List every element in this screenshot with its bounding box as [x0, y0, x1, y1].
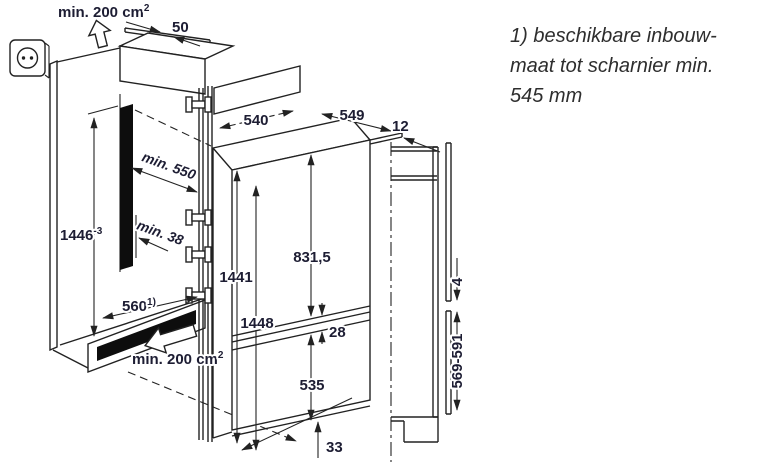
- cabinet-outline: [49, 27, 297, 442]
- fridge-back-panel: [213, 65, 301, 115]
- cabinet-top-front: [119, 45, 206, 95]
- dim-label: min. 200 cm2: [58, 3, 150, 21]
- bottom-vent-strip: [97, 310, 196, 361]
- note-block: 1) beschikbare inbouw- maat tot scharnie…: [510, 25, 717, 107]
- dim-label: 1448: [240, 315, 273, 332]
- dim-549: 549: [321, 105, 392, 132]
- dim-label: 569-591: [449, 333, 466, 388]
- dim-33: 33: [314, 421, 345, 458]
- hinge-rail: [198, 86, 213, 442]
- dim-540: 540: [219, 109, 294, 131]
- dim-vent-top: min. 200 cm2: [56, 1, 152, 23]
- dim-label: 33: [326, 439, 343, 456]
- airflow-up-arrow-icon: [87, 19, 112, 49]
- dim-28: 28: [318, 303, 348, 344]
- note-line-3: 545 mm: [510, 85, 582, 107]
- dim-label: 540: [243, 112, 268, 129]
- dim-label: min. 38: [135, 217, 186, 249]
- dim-label: 5601): [122, 297, 156, 315]
- hinge-icon: [185, 246, 212, 263]
- dim-vent-bottom: min. 200 cm2: [130, 348, 226, 370]
- dim-label: 28: [329, 324, 346, 341]
- dim-min550: min. 550: [131, 146, 200, 193]
- dim-1441: 1441: [217, 170, 255, 444]
- dim-label: 831,5: [293, 249, 331, 266]
- dim-label: min. 550: [140, 148, 198, 182]
- dim-569-591: 569-591: [447, 311, 468, 411]
- airflow-bottom-arrow-icon: [143, 323, 198, 354]
- dim-label: 1446-3: [60, 226, 103, 244]
- dim-label: 535: [299, 377, 324, 394]
- dim-1448: 1448: [238, 185, 276, 451]
- hinge-icon: [185, 96, 212, 113]
- upper-door-panel: [445, 142, 452, 302]
- hinge-icon: [185, 209, 212, 226]
- cabinet-left-panel: [49, 59, 58, 352]
- dim-560: 5601): [102, 295, 198, 320]
- dim-label: 50: [172, 19, 189, 36]
- dim-label: 549: [339, 107, 364, 124]
- dim-831-5: 831,5: [291, 154, 333, 317]
- rear-vent-strip: [120, 104, 133, 270]
- dim-label: 1441: [219, 269, 252, 286]
- dim-min38: min. 38: [133, 215, 188, 258]
- dim-label: 4: [449, 277, 466, 286]
- dim-12: 12: [390, 116, 441, 153]
- dim-gap-50: 50: [125, 17, 201, 47]
- lower-door-panel: [445, 310, 452, 415]
- dim-label: min. 200 cm2: [132, 350, 224, 368]
- side-panel-outline: [390, 142, 452, 462]
- dim-label: 12: [392, 118, 409, 135]
- fridge-front-face: [231, 139, 371, 431]
- note-line-1: 1) beschikbare inbouw-: [510, 25, 717, 47]
- dim-4: 4: [447, 258, 468, 301]
- power-socket-icon: [9, 39, 50, 79]
- note-line-2: maat tot scharnier min.: [510, 55, 713, 77]
- dim-1446: 1446-3: [58, 105, 119, 337]
- dim-535: 535: [297, 334, 327, 421]
